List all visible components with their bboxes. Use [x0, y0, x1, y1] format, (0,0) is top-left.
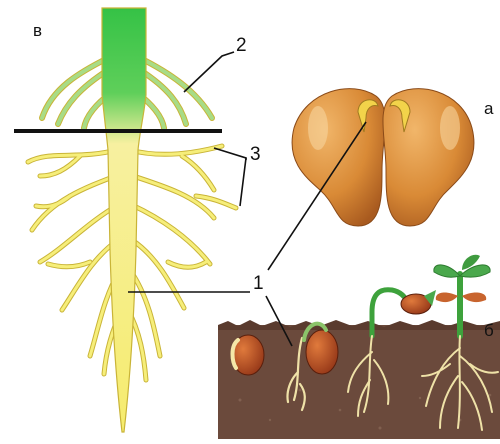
main-tap-root — [102, 8, 146, 432]
callout-3-line — [214, 148, 246, 206]
bean-seed-illustration — [292, 89, 474, 226]
callout-3-label: 3 — [250, 145, 261, 164]
right-cotyledon — [383, 89, 474, 226]
label-panel-b: б — [484, 322, 494, 339]
root-system-illustration — [14, 8, 236, 432]
stage-1-seed — [232, 335, 264, 375]
callout-2-line — [184, 52, 234, 92]
left-cotyledon — [292, 89, 385, 226]
label-panel-v: в — [33, 22, 42, 39]
callout-2-label: 2 — [236, 36, 247, 55]
callout-1-label: 1 — [253, 274, 264, 293]
label-panel-a: а — [484, 100, 493, 117]
